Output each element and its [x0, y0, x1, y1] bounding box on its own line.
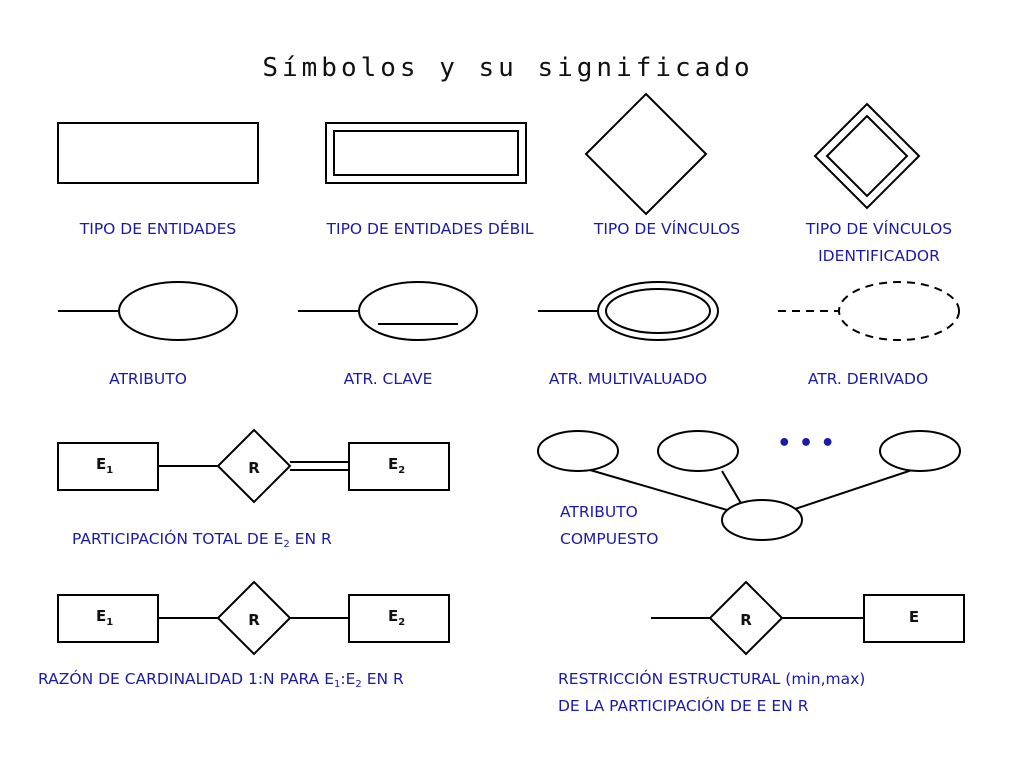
- page-title: Símbolos y su significado: [262, 53, 753, 83]
- attribute-symbol: [58, 281, 238, 341]
- identifying-relationship-double-diamond: [813, 102, 921, 210]
- structural-constraint-caption-line2: DE LA PARTICIPACIÓN DE E EN R: [558, 696, 809, 715]
- attribute-label: ATRIBUTO: [109, 370, 187, 388]
- key-attribute-symbol: [298, 281, 478, 341]
- entity-label: TIPO DE ENTIDADES: [79, 220, 236, 238]
- weak-entity-label: TIPO DE ENTIDADES DÉBIL: [326, 219, 534, 238]
- ellipsis-dots: • • •: [777, 431, 835, 456]
- total-participation-entity-2: E2: [388, 455, 405, 476]
- cardinality-entity-2: E2: [388, 607, 405, 628]
- structural-constraint-relationship: R: [740, 611, 752, 629]
- structural-constraint-entity: E: [909, 608, 919, 626]
- multivalued-attribute-label: ATR. MULTIVALUADO: [549, 370, 707, 388]
- total-participation-relationship: R: [248, 459, 260, 477]
- composite-attribute-label-line2: COMPUESTO: [560, 530, 658, 548]
- multivalued-attribute-symbol: [538, 281, 719, 341]
- composite-attribute-symbol: [537, 430, 961, 541]
- total-participation-caption: PARTICIPACIÓN TOTAL DE E2 EN R: [72, 529, 332, 550]
- cardinality-relationship: R: [248, 611, 260, 629]
- derived-attribute-label: ATR. DERIVADO: [808, 370, 928, 388]
- structural-constraint-caption-line1: RESTRICCIÓN ESTRUCTURAL (min,max): [558, 669, 865, 688]
- total-participation-entity-1: E1: [96, 455, 113, 476]
- derived-attribute-symbol: [778, 281, 960, 341]
- composite-attribute-label-line1: ATRIBUTO: [560, 503, 638, 521]
- entity-rectangle: [57, 122, 259, 184]
- weak-entity-double-rectangle: [325, 122, 527, 184]
- identifying-relationship-label-line1: TIPO DE VÍNCULOS: [805, 219, 952, 238]
- identifying-relationship-label-line2: IDENTIFICADOR: [818, 247, 940, 265]
- cardinality-entity-1: E1: [96, 607, 113, 628]
- relationship-label: TIPO DE VÍNCULOS: [593, 219, 740, 238]
- cardinality-ratio-symbol: [57, 580, 450, 656]
- key-attribute-label: ATR. CLAVE: [344, 370, 433, 388]
- structural-constraint-symbol: [651, 580, 965, 656]
- cardinality-caption: RAZÓN DE CARDINALIDAD 1:N PARA E1:E2 EN …: [38, 669, 404, 690]
- relationship-diamond: [584, 92, 708, 216]
- total-participation-symbol: [57, 428, 450, 504]
